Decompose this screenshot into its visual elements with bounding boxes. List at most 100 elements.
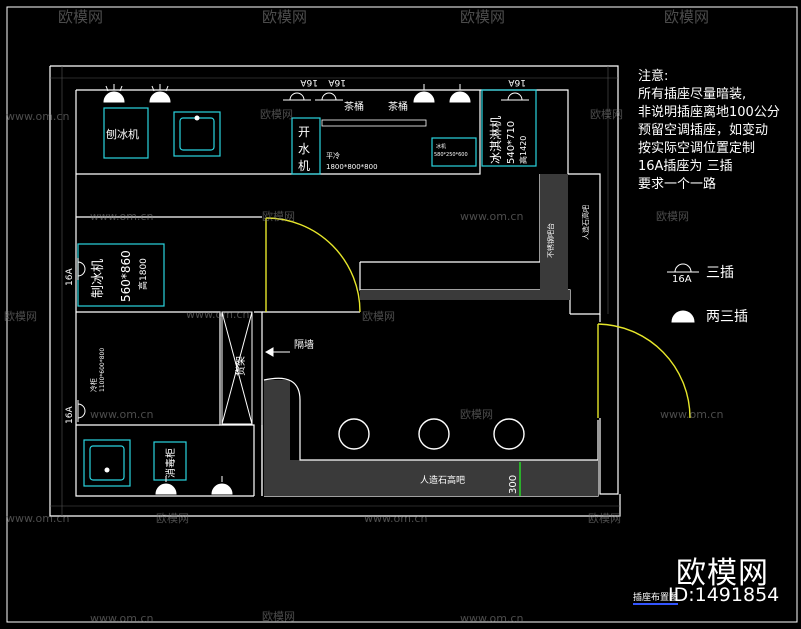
notes-line: 预留空调插座，如变动 xyxy=(638,123,769,138)
watermark-site: www.om.cn xyxy=(6,110,70,123)
socket-icon xyxy=(211,483,233,495)
watermark-logo: 欧模网 xyxy=(262,610,295,623)
steel-bench-label: 不锈钢吧台 xyxy=(546,223,555,258)
exterior-wall xyxy=(49,65,621,517)
legend-socket-16a-icon xyxy=(667,263,699,273)
notes-panel: 注意: 所有插座尽量暗装, 非说明插座离地100公分 预留空调插座，如变动 按实… xyxy=(638,68,780,194)
stool-2-icon xyxy=(418,418,450,450)
fridge-size: 1100*600*800 xyxy=(99,348,106,392)
socket-16a-icon xyxy=(501,92,529,101)
sink-top xyxy=(173,111,221,157)
watermark-logo: 欧模网 xyxy=(156,512,189,525)
small-box xyxy=(431,137,477,167)
partition-arrow xyxy=(264,347,290,357)
watermark-logo: 欧模网 xyxy=(362,310,395,323)
sockets-16a xyxy=(77,92,699,422)
socket-16a-label: 16A xyxy=(300,77,318,87)
sockets-two xyxy=(103,91,695,495)
ice-cream-size: 540*710 xyxy=(506,121,517,164)
drawing-caption: 插座布置图 xyxy=(633,590,679,605)
faucet-bottom-icon xyxy=(104,467,110,473)
watermark-logo: 欧模网 xyxy=(460,8,506,26)
socket-16a-icon xyxy=(77,258,86,280)
ice-machine-label: 刨冰机 xyxy=(106,127,139,141)
legend-two-label: 两三插 xyxy=(706,309,748,325)
watermark-site: www.om.cn xyxy=(460,612,524,625)
socket-16a-label: 16A xyxy=(508,77,526,87)
bar-stools xyxy=(338,418,525,450)
stone-bar-bottom-label: 人造石高吧 xyxy=(420,474,465,486)
socket-16a-label: 16A xyxy=(65,406,75,424)
ice-machine-box xyxy=(103,107,149,159)
disinfect-box xyxy=(153,441,187,481)
ice-cream-box xyxy=(481,89,537,167)
counter-strip xyxy=(321,119,427,127)
brand-logo: 欧模网 xyxy=(676,556,769,591)
watermark-logo: 欧模网 xyxy=(260,108,293,121)
maker-size: 560*860 xyxy=(119,250,133,302)
equipment xyxy=(77,89,537,487)
socket-icon xyxy=(149,91,171,103)
sink-bottom xyxy=(83,439,131,487)
disinfect-label: 消毒柜 xyxy=(164,448,177,478)
legend-socket-two-icon xyxy=(671,310,695,323)
notes-line: 要求一个一路 xyxy=(638,177,717,192)
dimension-300: 300 xyxy=(508,475,519,494)
watermark-site: www.om.cn xyxy=(186,308,250,321)
partition-label: 隔墙 xyxy=(294,338,314,351)
notes-line: 所有插座尽量暗装, xyxy=(638,87,747,102)
faucet-top-icon xyxy=(194,115,200,121)
socket-icon xyxy=(449,91,471,103)
small-box-label: 冰机 xyxy=(436,143,446,150)
shelf-box xyxy=(221,311,253,425)
socket-icon xyxy=(103,91,125,103)
watermark-logo: 欧模网 xyxy=(58,8,104,26)
watermark-logo: 欧模网 xyxy=(590,108,623,121)
socket-icon xyxy=(155,483,177,495)
bar-counter-outline xyxy=(263,377,598,461)
stool-3-icon xyxy=(493,418,525,450)
notes-title: 注意: xyxy=(638,69,669,84)
socket-16a-icon xyxy=(283,92,311,101)
boiler-label-1: 开 xyxy=(298,125,310,139)
watermark-site: www.om.cn xyxy=(364,512,428,525)
notes-line: 按实际空调位置定制 xyxy=(638,141,756,156)
wall-hatch xyxy=(50,66,620,516)
watermark-logo: 欧模网 xyxy=(262,8,308,26)
watermark-logo: 欧模网 xyxy=(664,8,710,26)
watermark-logo: 欧模网 xyxy=(262,210,295,223)
watermark-site: www.om.cn xyxy=(90,612,154,625)
watermark-logo: 欧模网 xyxy=(4,310,37,323)
legend-three-tag: 16A xyxy=(672,274,692,285)
flat-cooler-size: 1800*800*800 xyxy=(326,163,378,171)
watermark-logo: 欧模网 xyxy=(460,408,493,421)
brand-id: ID:1491854 xyxy=(668,584,780,606)
stone-bar-label: 人造石高吧 xyxy=(581,205,590,240)
watermark-logo: 欧模网 xyxy=(588,512,621,525)
stool-1-icon xyxy=(338,418,370,450)
watermark-site: www.om.cn xyxy=(6,512,70,525)
socket-rays xyxy=(105,84,461,482)
fridge-label: 冷柜 xyxy=(89,378,98,392)
maker-label: 制冰机 xyxy=(91,259,106,298)
socket-16a-label: 16A xyxy=(328,77,346,87)
watermark-site: www.om.cn xyxy=(660,408,724,421)
socket-icon xyxy=(413,91,435,103)
ice-cream-height: 高1420 xyxy=(518,136,528,164)
tea-bucket-1-label: 茶桶 xyxy=(344,100,364,113)
door-2 xyxy=(597,323,691,419)
notes-line: 非说明插座离地100公分 xyxy=(638,105,780,120)
shelf-label: 货架 xyxy=(234,356,247,376)
boiler-label-2: 水 xyxy=(298,142,310,156)
boiler-box xyxy=(291,117,321,175)
drawing-border xyxy=(6,6,798,623)
ice-cream-label: 冰淇淋机 xyxy=(489,116,503,164)
door-1 xyxy=(265,217,361,313)
flat-cooler-label: 平冷 xyxy=(326,151,340,160)
tea-bucket-2-label: 茶桶 xyxy=(388,100,408,113)
socket-16a-icon xyxy=(315,92,343,101)
boiler-label-3: 机 xyxy=(298,159,310,173)
maker-height: 高1800 xyxy=(137,258,149,290)
socket-16a-label: 16A xyxy=(65,268,75,286)
